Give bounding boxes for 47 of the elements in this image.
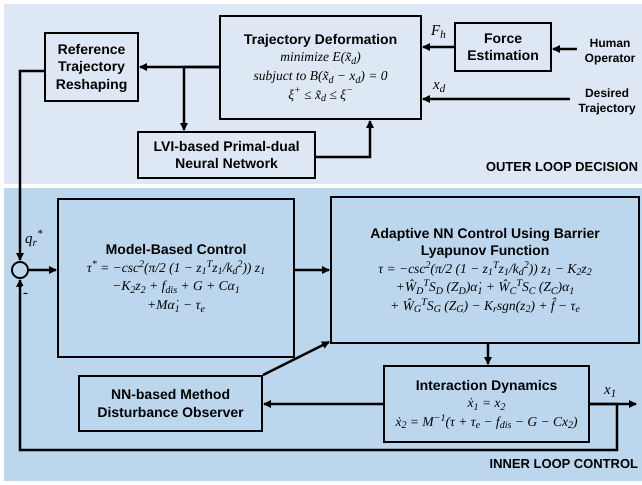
process-box — [57, 198, 295, 358]
block-title: Adaptive NN Control Using Barrier Lyapunov Function — [369, 224, 601, 260]
region-panel — [4, 4, 642, 184]
region-label: INNER LOOP CONTROL — [489, 454, 638, 472]
block-title: Model-Based Control — [106, 241, 246, 259]
region-panel — [4, 188, 642, 481]
arrow — [16, 279, 618, 452]
arrow — [263, 400, 383, 408]
block-title: LVI-based Primal-dual Neural Network — [152, 138, 300, 172]
equation: +Ŵ$_{D}$$^{T}$S$_{D}$ (Z$_{D}$)α̇$_{1}$ + Ŵ$_{C}$$^{T}$S$_{C}$ (Z$_{C}$)α$_{1}$ — [396, 278, 574, 297]
process-box — [383, 365, 590, 443]
equation: ξ$^{+}$ ≤ x̃$_{d}$ ≤ ξ$^{−}$ — [288, 86, 353, 104]
equation: +Mα̇$_{1}$ − τ$_{e}$ — [147, 296, 205, 315]
arrow — [422, 95, 570, 103]
input-label: Desired Trajectory — [577, 86, 637, 116]
process-box — [78, 375, 263, 432]
arrow — [316, 120, 374, 158]
equation: subjuct to B(x̃$_{d}$ − x$_{d}$) = 0 — [253, 66, 388, 86]
arrow — [180, 66, 219, 131]
process-box — [137, 131, 316, 179]
process-box — [454, 22, 552, 72]
arrow — [16, 70, 44, 261]
block-title: Interaction Dynamics — [416, 376, 558, 394]
block-title: Trajectory Deformation — [244, 30, 398, 48]
equation: τ$^{*}$ = −csc$^{2}$(π/2 (1 − z$_{1}$$^{T}$z$_{1}$/k$_{d}$$^{2}$)) z$_{1}$ — [86, 258, 266, 278]
process-box — [219, 15, 422, 120]
arrow — [29, 266, 57, 274]
equation: ẋ$_{1}$ = x$_{2}$ — [468, 394, 506, 413]
arrow — [295, 266, 330, 274]
arrow — [552, 45, 577, 53]
region-label: OUTER LOOP DECISION — [486, 158, 638, 176]
equation: τ = −csc$^{2}$(π/2 (1 − z$_{1}$$^{T}$z$_{1}$/k$_{d}$$^{2}$)) z$_{1}$ − K$_{2}$z$_{2}$ — [378, 260, 592, 278]
block-title: Force Estimation — [466, 30, 540, 64]
block-title: NN-based Method Disturbance Observer — [96, 386, 245, 421]
arrow — [484, 344, 492, 365]
equation: ẋ$_{2}$ = M$^{−1}$(τ + τ$_{e}$ − f$_{dis}$ − G − Cx$_{2}$) — [395, 412, 578, 432]
arrow — [422, 43, 454, 51]
block-title: Reference Trajectory Reshaping — [54, 40, 128, 94]
process-box — [330, 196, 640, 344]
edge-label: F$_{h}$ — [430, 24, 447, 39]
equation: −K$_{2}$z$_{2}$ + f$_{dis}$ + G + Cα$_{1}$ — [112, 277, 240, 296]
input-label: Human Operator — [584, 36, 636, 66]
arrow — [262, 340, 330, 376]
equation: minimize E(x̃$_{d}$) — [280, 48, 361, 67]
process-box — [44, 32, 139, 102]
summing-junction — [11, 261, 29, 279]
equation: + Ŵ$_{G}$$^{T}$S$_{G}$ (Z$_{G}$) − K$_{r}$sgn(z$_{2}$) + f̂ − τ$_{e}$ — [390, 296, 580, 316]
